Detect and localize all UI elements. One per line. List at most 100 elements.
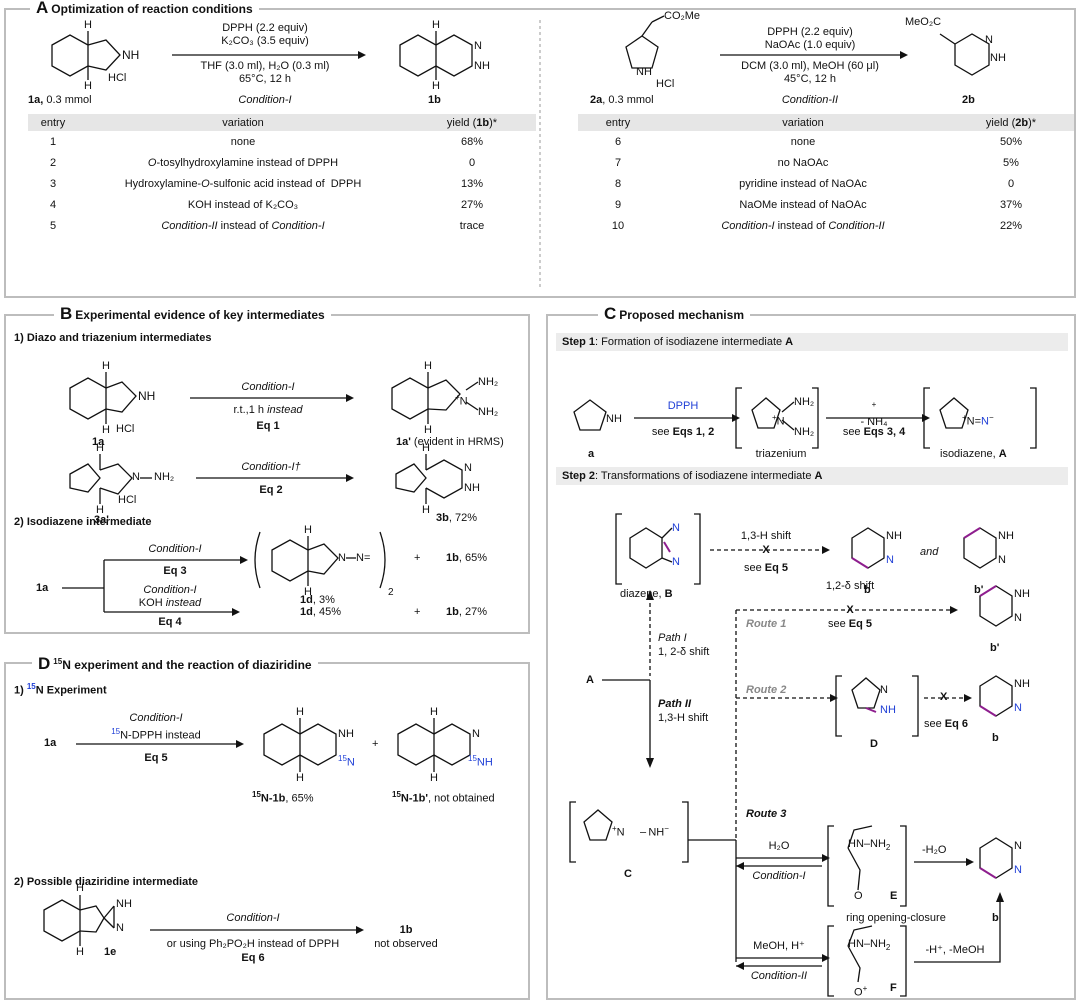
- sm-2a-label: 2a, 0.3 mmol: [590, 94, 654, 106]
- reagent-b1: DPPH (2.2 equiv): [767, 26, 853, 38]
- label-path-ii-note: 1,3-H shift: [658, 712, 709, 724]
- label-triazenium: triazenium: [755, 448, 807, 460]
- step1-label: Step 1: Formation of isodiazene intermed…: [556, 333, 1068, 351]
- atom-15n: 15N: [338, 754, 355, 769]
- atom-h: H: [96, 504, 104, 516]
- reagent-b2: NaOAc (1.0 equiv): [764, 39, 856, 51]
- atom-h: H: [296, 772, 304, 784]
- atom-n-plus: +N: [612, 824, 625, 839]
- atom-h: H: [424, 360, 432, 372]
- label-a: a: [588, 448, 595, 460]
- label-D: D: [870, 738, 878, 750]
- atom-h: H: [96, 442, 104, 454]
- atom-nh: NH: [138, 389, 156, 403]
- reagent-a2: K₂CO₃ (3.5 equiv): [221, 35, 309, 47]
- label-minus-h-meoh: -H⁺, -MeOH: [925, 944, 985, 956]
- eq3-label: Eq 3: [163, 565, 187, 577]
- product-2b-label: 2b: [962, 94, 975, 106]
- atom-n: N: [880, 684, 888, 696]
- eq2-label: Eq 2: [259, 484, 283, 496]
- byprod-1b-label: 1b, 27%: [446, 606, 487, 618]
- sm-1a-label: 1a: [92, 436, 105, 448]
- condition-ii-label: Condition-II: [781, 94, 839, 106]
- structure-1a: [51, 31, 473, 80]
- label-meoh: MeOH, H⁺: [753, 940, 805, 952]
- atom-n: N: [464, 462, 472, 474]
- atom-n: N: [998, 554, 1006, 566]
- reagent-a1: DPPH (2.2 equiv): [222, 22, 308, 34]
- atom-nh: NH: [990, 52, 1006, 64]
- label-diazene: diazene, B: [620, 588, 673, 600]
- eq1-label: Eq 1: [256, 420, 280, 432]
- sm-1e-label: 1e: [104, 946, 117, 958]
- atom-nh: NH: [880, 704, 896, 716]
- sm-1a-label: 1a: [36, 582, 49, 594]
- atom-n: N: [1014, 612, 1022, 624]
- sm-3a-prime-label: 3a': [94, 514, 109, 526]
- eq6-label: Eq 6: [241, 952, 265, 964]
- see-eqs-3-4: see Eqs 3, 4: [842, 426, 906, 438]
- condition-i-label: Condition-I: [238, 94, 292, 106]
- atom-o: O: [854, 890, 863, 902]
- atom-nh: NH: [636, 66, 652, 78]
- atom-nh: NH: [116, 898, 132, 910]
- panel-c: [546, 314, 1076, 1000]
- eq5-reagent: 15N-DPPH instead: [111, 727, 201, 742]
- structure-2a: [625, 15, 990, 76]
- label-13h-shift: 1,3-H shift: [740, 530, 792, 542]
- see-eqs-1-2: see Eqs 1, 2: [651, 426, 715, 438]
- label-isodiazene: isodiazene, A: [940, 448, 1007, 460]
- see-eq-5: see Eq 5: [743, 562, 789, 574]
- eq5-cond: Condition-I: [129, 712, 183, 724]
- label-minus-water: -H₂O: [922, 844, 947, 856]
- table-header: entry variation yield (1b)*: [28, 114, 536, 131]
- panel-b-sub2: 2) Isodiazene intermediate: [14, 516, 152, 528]
- atom-nh: NH: [1014, 588, 1030, 600]
- atom-h: H: [430, 706, 438, 718]
- atom-hcl: HCl: [656, 78, 675, 90]
- atom-nh: NH: [886, 530, 902, 542]
- atom-nh: NH: [998, 530, 1014, 542]
- atom-n: N: [116, 922, 124, 934]
- step2-label: Step 2: Transformations of isodiazene in…: [556, 467, 1068, 485]
- atom-h: H: [304, 586, 312, 598]
- atom-n: N: [1014, 864, 1022, 876]
- prod-1a-prime-label: 1a' (evident in HRMS): [396, 436, 504, 448]
- atom-n-plus: +N: [772, 413, 785, 428]
- label-route1-shift: 1,2-δ shift: [825, 580, 875, 592]
- atom-hn-nh2: HN–NH2: [848, 938, 891, 953]
- reagent-a4: 65°C, 12 h: [238, 73, 292, 85]
- atom-n: N: [672, 556, 680, 568]
- eq5-label: Eq 5: [144, 752, 168, 764]
- atom-n-eq-n: +N=N−: [962, 413, 994, 428]
- atom-h: H: [102, 424, 110, 436]
- label-E: E: [890, 890, 898, 902]
- atom-h: H: [424, 424, 432, 436]
- label-b-prime: b': [990, 642, 1000, 654]
- label-path-i-note: 1, 2-δ shift: [658, 646, 710, 658]
- panel-d-sub1: 1) 15N Experiment: [14, 682, 107, 697]
- plus-sign: +: [414, 606, 421, 618]
- atom-nh: NH: [1014, 678, 1030, 690]
- atom-h: H: [422, 504, 430, 516]
- label-b-prime: b': [974, 584, 984, 596]
- table-header: entry variation yield (2b)*: [578, 114, 1074, 131]
- label-condition-ii: Condition-II: [750, 970, 808, 982]
- sm-1a-label: 1a, 0.3 mmol: [28, 94, 92, 106]
- atom-co2me: CO₂Me: [664, 10, 701, 22]
- atom-n: N: [474, 40, 482, 52]
